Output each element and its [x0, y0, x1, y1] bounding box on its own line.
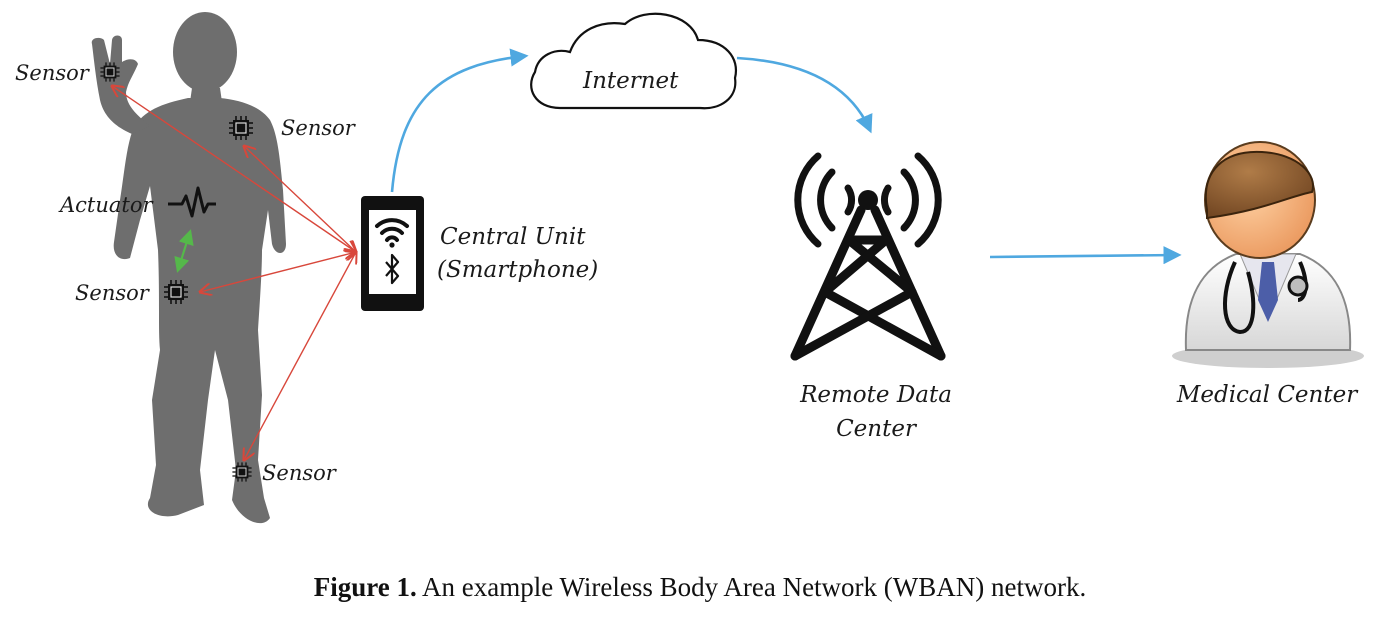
internet-label: Internet — [582, 68, 679, 94]
figure-caption: Figure 1. An example Wireless Body Area … — [0, 572, 1400, 603]
internet-to-datacenter-link — [736, 56, 873, 134]
medical-center-label: Medical Center — [1176, 382, 1359, 408]
sensor-chest-label: Sensor — [281, 116, 357, 140]
body-silhouette-icon — [91, 12, 287, 524]
radio-tower-icon — [790, 152, 946, 361]
datacenter-to-medical-link — [989, 246, 1182, 265]
remote-data-label: Remote Data — [799, 382, 952, 408]
wifi-icon — [375, 218, 409, 242]
actuator-label: Actuator — [58, 193, 154, 217]
central-unit-label: Central Unit — [440, 224, 586, 250]
link-foot-sensor — [244, 252, 356, 460]
link-chest-sensor — [244, 146, 356, 252]
sensor-hip-label: Sensor — [75, 281, 151, 305]
sensor-links — [112, 86, 356, 460]
bluetooth-icon — [385, 253, 400, 285]
actuator-sensor-link — [174, 229, 194, 273]
phone-to-internet-link — [390, 48, 529, 193]
sensor-hand-label: Sensor — [15, 61, 91, 85]
actuator-waveform-icon — [168, 186, 216, 218]
caption-label: Figure 1. — [313, 572, 417, 602]
sensor-foot-label: Sensor — [262, 461, 338, 485]
smartphone-icon — [361, 196, 424, 311]
smartphone-label: (Smartphone) — [437, 257, 598, 283]
remote-center-label: Center — [836, 416, 918, 442]
doctor-icon — [1172, 141, 1364, 368]
caption-text: An example Wireless Body Area Network (W… — [422, 572, 1087, 602]
cloud-icon — [530, 12, 738, 110]
